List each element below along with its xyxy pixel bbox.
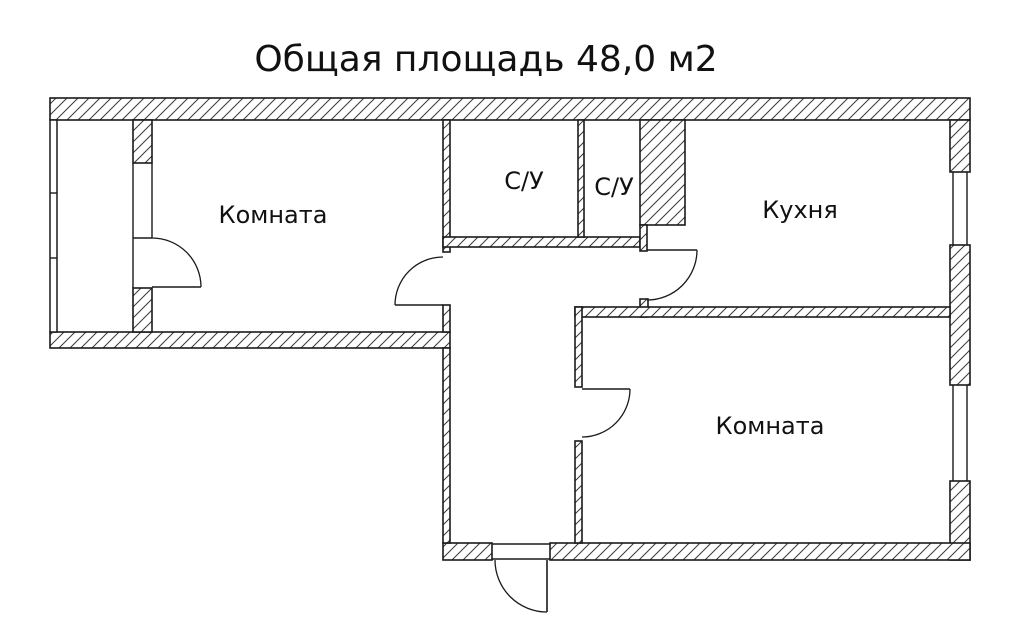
entrance-door-arc [494, 559, 548, 613]
outer-walls [49, 97, 971, 561]
wall-room2-left-upper [574, 306, 583, 388]
wc2-label: С/У [594, 173, 634, 201]
bathroom-walls [442, 119, 686, 248]
wall-top [49, 97, 971, 121]
wall-bottom-left-of-entrance [442, 542, 493, 561]
left-room-door-arc [394, 256, 444, 306]
wall-shaft-block [639, 119, 686, 226]
wall-right-middle [949, 244, 971, 386]
right-room-door [581, 388, 631, 438]
wall-room1-right-lower [442, 304, 451, 333]
kitchen-label: Кухня [762, 196, 838, 224]
wall-right-upper [949, 119, 971, 173]
balcony-partition-bottom [132, 287, 153, 333]
wall-room2-left-lower [574, 440, 583, 544]
wall-bottom-right-of-entrance [549, 542, 971, 561]
plan-title: Общая площадь 48,0 м2 [254, 39, 717, 80]
kitchen-door [646, 249, 698, 301]
wall-kitchen-room-divider [574, 306, 951, 318]
wall-between-bathrooms [577, 119, 585, 238]
right-room-door-arc [581, 388, 631, 438]
wc1-label: С/У [504, 167, 544, 195]
kitchen-walls [639, 224, 698, 318]
wall-room1-right-upper [442, 119, 451, 253]
kitchen-door-arc [646, 249, 698, 301]
balcony [49, 119, 202, 333]
right-room-walls [574, 306, 631, 544]
kitchen-window [952, 172, 968, 245]
wall-left-section-bottom [49, 331, 451, 349]
wall-hallway-left [442, 347, 451, 544]
left-room-walls [394, 119, 451, 544]
wall-bathrooms-bottom [442, 236, 641, 248]
wall-kitchen-door-top [639, 224, 648, 252]
balcony-door-arc [151, 237, 202, 288]
right-room-window [952, 385, 968, 481]
entrance-door [492, 543, 550, 613]
room-right-label: Комната [716, 412, 825, 440]
balcony-door [151, 237, 202, 288]
left-room-door [394, 256, 444, 306]
balcony-partition-top [132, 119, 153, 164]
room-left-label: Комната [219, 201, 328, 229]
balcony-glazing-wall [49, 119, 58, 333]
